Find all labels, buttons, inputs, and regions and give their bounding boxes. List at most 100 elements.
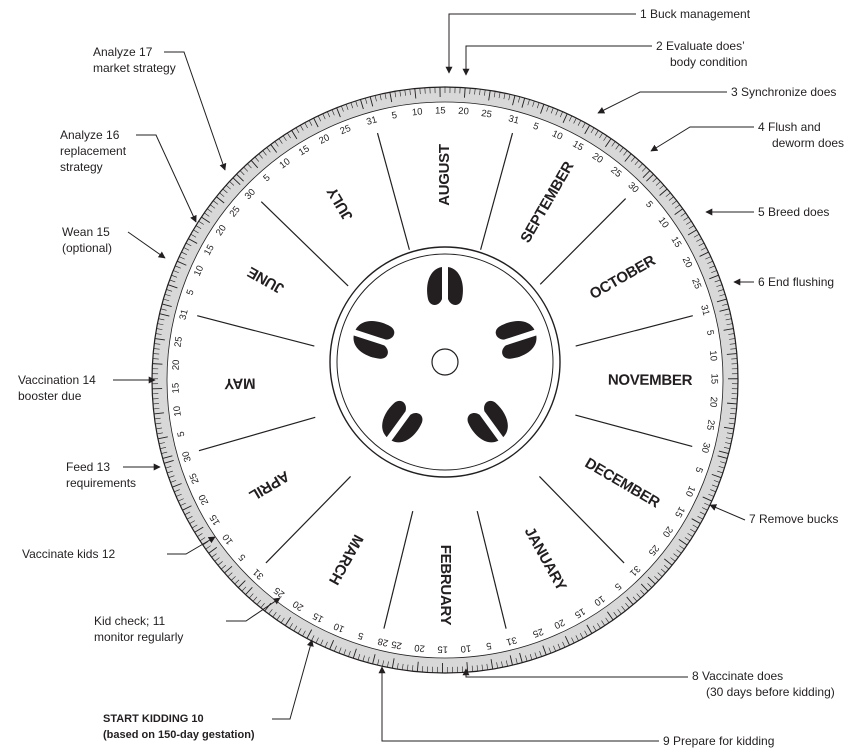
day-number: 25	[173, 336, 185, 348]
day-tick	[159, 313, 170, 317]
month-divider	[476, 510, 507, 629]
month-label: MAY	[224, 374, 256, 391]
day-tick	[324, 641, 328, 648]
day-tick	[713, 480, 720, 483]
day-tick	[256, 599, 261, 605]
day-tick	[409, 89, 411, 96]
day-tick	[723, 447, 730, 449]
day-tick	[250, 160, 259, 169]
hoof-print-icon	[495, 320, 537, 359]
day-tick	[496, 662, 498, 669]
day-tick	[331, 109, 335, 116]
day-tick	[156, 328, 163, 330]
day-number: 28	[377, 635, 390, 648]
day-tick	[647, 576, 656, 585]
day-tick	[603, 135, 608, 141]
day-tick	[730, 348, 737, 350]
callout-text: Analyze 16	[60, 128, 120, 142]
day-number: 25	[339, 123, 353, 137]
day-number: 5	[612, 580, 623, 592]
day-number: 15	[435, 105, 446, 116]
day-tick	[176, 260, 187, 266]
day-number: 31	[698, 304, 711, 317]
day-tick	[175, 265, 181, 269]
day-tick	[464, 87, 466, 98]
day-tick-marks	[152, 87, 738, 673]
day-tick	[539, 650, 542, 657]
day-number: 15	[571, 139, 586, 154]
day-tick	[254, 156, 260, 162]
leader-arrow	[164, 51, 227, 171]
month-divider	[197, 315, 315, 347]
day-tick	[481, 664, 484, 671]
day-tick	[179, 256, 185, 260]
day-number: 31	[365, 114, 378, 127]
day-tick	[711, 473, 722, 479]
day-tick	[357, 653, 361, 660]
day-tick	[176, 493, 182, 497]
day-tick	[287, 132, 291, 139]
day-tick	[304, 122, 308, 129]
day-tick	[582, 122, 586, 129]
day-tick	[615, 144, 620, 150]
day-tick	[519, 652, 523, 663]
day-tick	[708, 493, 714, 497]
day-tick	[384, 93, 387, 100]
day-tick	[258, 153, 263, 159]
day-tick	[154, 338, 165, 341]
leader-arrow	[378, 666, 659, 742]
day-tick	[365, 97, 368, 104]
day-tick	[220, 564, 226, 570]
day-number: 10	[221, 532, 236, 547]
day-number: 15	[437, 643, 448, 654]
day-tick	[216, 196, 225, 204]
callout-text: strategy	[60, 160, 103, 174]
day-tick	[584, 630, 588, 637]
day-tick	[726, 437, 733, 440]
day-tick	[636, 593, 641, 599]
day-tick	[260, 602, 265, 609]
day-tick	[534, 652, 538, 659]
callout-e3: 3 Synchronize does	[597, 85, 836, 114]
day-tick	[712, 484, 718, 488]
day-number: 10	[172, 405, 184, 417]
day-tick	[394, 91, 397, 98]
day-tick	[711, 270, 717, 274]
day-tick	[362, 655, 365, 662]
day-tick	[647, 583, 652, 588]
day-tick	[673, 553, 679, 558]
day-number: 5	[704, 329, 716, 336]
day-tick	[515, 658, 518, 664]
day-tick	[611, 141, 616, 147]
day-tick	[700, 247, 707, 251]
day-tick	[291, 130, 298, 140]
callout-text: market strategy	[93, 61, 176, 75]
day-tick	[710, 489, 716, 493]
day-tick	[160, 308, 167, 311]
callout-text: (optional)	[62, 241, 112, 255]
day-tick	[411, 665, 414, 672]
callout-text: deworm does	[772, 136, 844, 150]
day-tick	[564, 635, 570, 646]
day-number: 10	[278, 156, 293, 171]
month-label: AUGUST	[436, 144, 453, 206]
day-tick	[542, 645, 547, 656]
day-tick	[727, 402, 738, 405]
day-tick	[699, 511, 706, 515]
day-tick	[231, 576, 236, 581]
callout-text: monitor regularly	[94, 630, 183, 644]
day-tick	[471, 665, 473, 672]
day-tick	[247, 163, 252, 169]
day-number: 20	[660, 524, 675, 539]
day-tick	[684, 537, 691, 542]
day-tick	[621, 606, 626, 612]
day-tick	[493, 91, 496, 98]
day-tick	[668, 196, 674, 201]
day-tick	[722, 303, 729, 306]
callout-text: body condition	[670, 55, 747, 69]
day-tick	[550, 107, 554, 114]
day-tick	[194, 526, 204, 533]
day-number: 20	[707, 396, 719, 407]
